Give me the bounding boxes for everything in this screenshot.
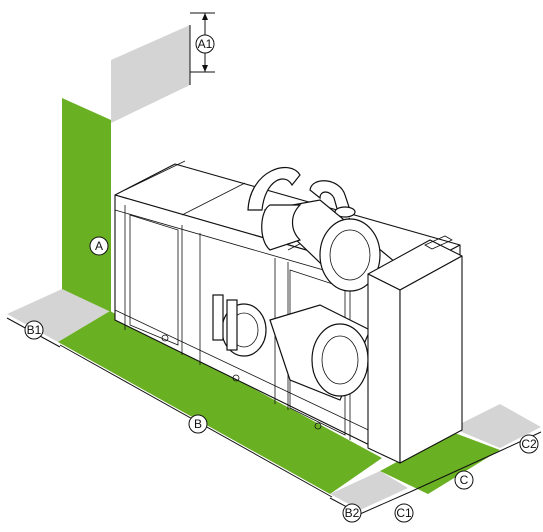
label-b1: B1 (27, 323, 42, 337)
label-a1: A1 (198, 37, 213, 51)
zone-b1-grey (7, 289, 110, 342)
callout-c2: C2 (519, 434, 539, 454)
callout-a: A (89, 236, 109, 256)
zone-a1-grey (111, 25, 190, 123)
zone-b-floor-green (58, 311, 382, 494)
callout-c1: C1 (394, 503, 414, 523)
zone-b2-grey (330, 471, 408, 510)
callout-b2: B2 (342, 503, 362, 523)
zone-a-wall-green (62, 98, 111, 312)
label-b2: B2 (345, 506, 360, 520)
label-c: C (460, 473, 469, 487)
callout-b: B (188, 414, 208, 434)
dimension-a1 (189, 12, 215, 85)
label-a: A (95, 239, 103, 253)
zone-c-floor-green (380, 432, 500, 494)
control-cabinet (367, 235, 463, 464)
label-c2: C2 (521, 437, 537, 451)
unit-pipework (247, 166, 397, 401)
callout-a1: A1 (195, 34, 215, 54)
label-c1: C1 (396, 506, 412, 520)
callout-c: C (454, 470, 474, 490)
label-b: B (194, 417, 202, 431)
zone-c2-grey (452, 404, 541, 448)
callout-b1: B1 (24, 320, 44, 340)
